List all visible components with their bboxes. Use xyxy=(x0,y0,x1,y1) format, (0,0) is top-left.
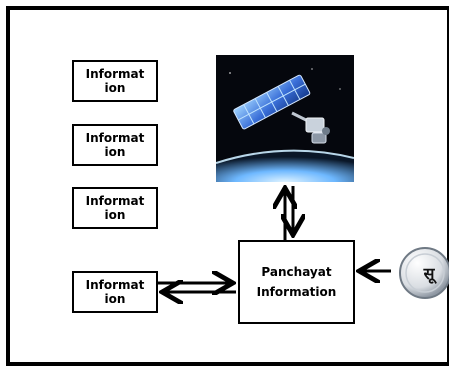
satellite-image xyxy=(216,55,354,182)
information-box-4: Informat ion xyxy=(72,271,158,313)
information-box-2-line-2: ion xyxy=(104,145,126,159)
information-box-2-line-1: Informat xyxy=(85,131,145,145)
information-box-3: Informat ion xyxy=(72,187,158,229)
panchayat-information-line-1: Panchayat xyxy=(261,265,332,279)
information-box-4-line-2: ion xyxy=(104,292,126,306)
information-box-2: Informat ion xyxy=(72,124,158,166)
satellite-boom xyxy=(291,111,309,123)
satellite-body xyxy=(305,117,330,144)
earth-horizon xyxy=(216,150,354,182)
badge-disc xyxy=(399,247,449,299)
panchayat-information-box: Panchayat Information xyxy=(238,240,355,324)
badge-image: सू xyxy=(399,247,449,299)
solar-panel-array xyxy=(233,74,311,130)
information-box-1-line-2: ion xyxy=(104,81,126,95)
badge-glyphs: सू xyxy=(423,264,438,284)
information-box-3-line-2: ion xyxy=(104,208,126,222)
information-box-3-line-1: Informat xyxy=(85,194,145,208)
information-box-4-line-1: Informat xyxy=(85,278,145,292)
information-box-1-line-1: Informat xyxy=(85,67,145,81)
information-box-1: Informat ion xyxy=(72,60,158,102)
panchayat-information-line-2: Information xyxy=(256,285,337,299)
